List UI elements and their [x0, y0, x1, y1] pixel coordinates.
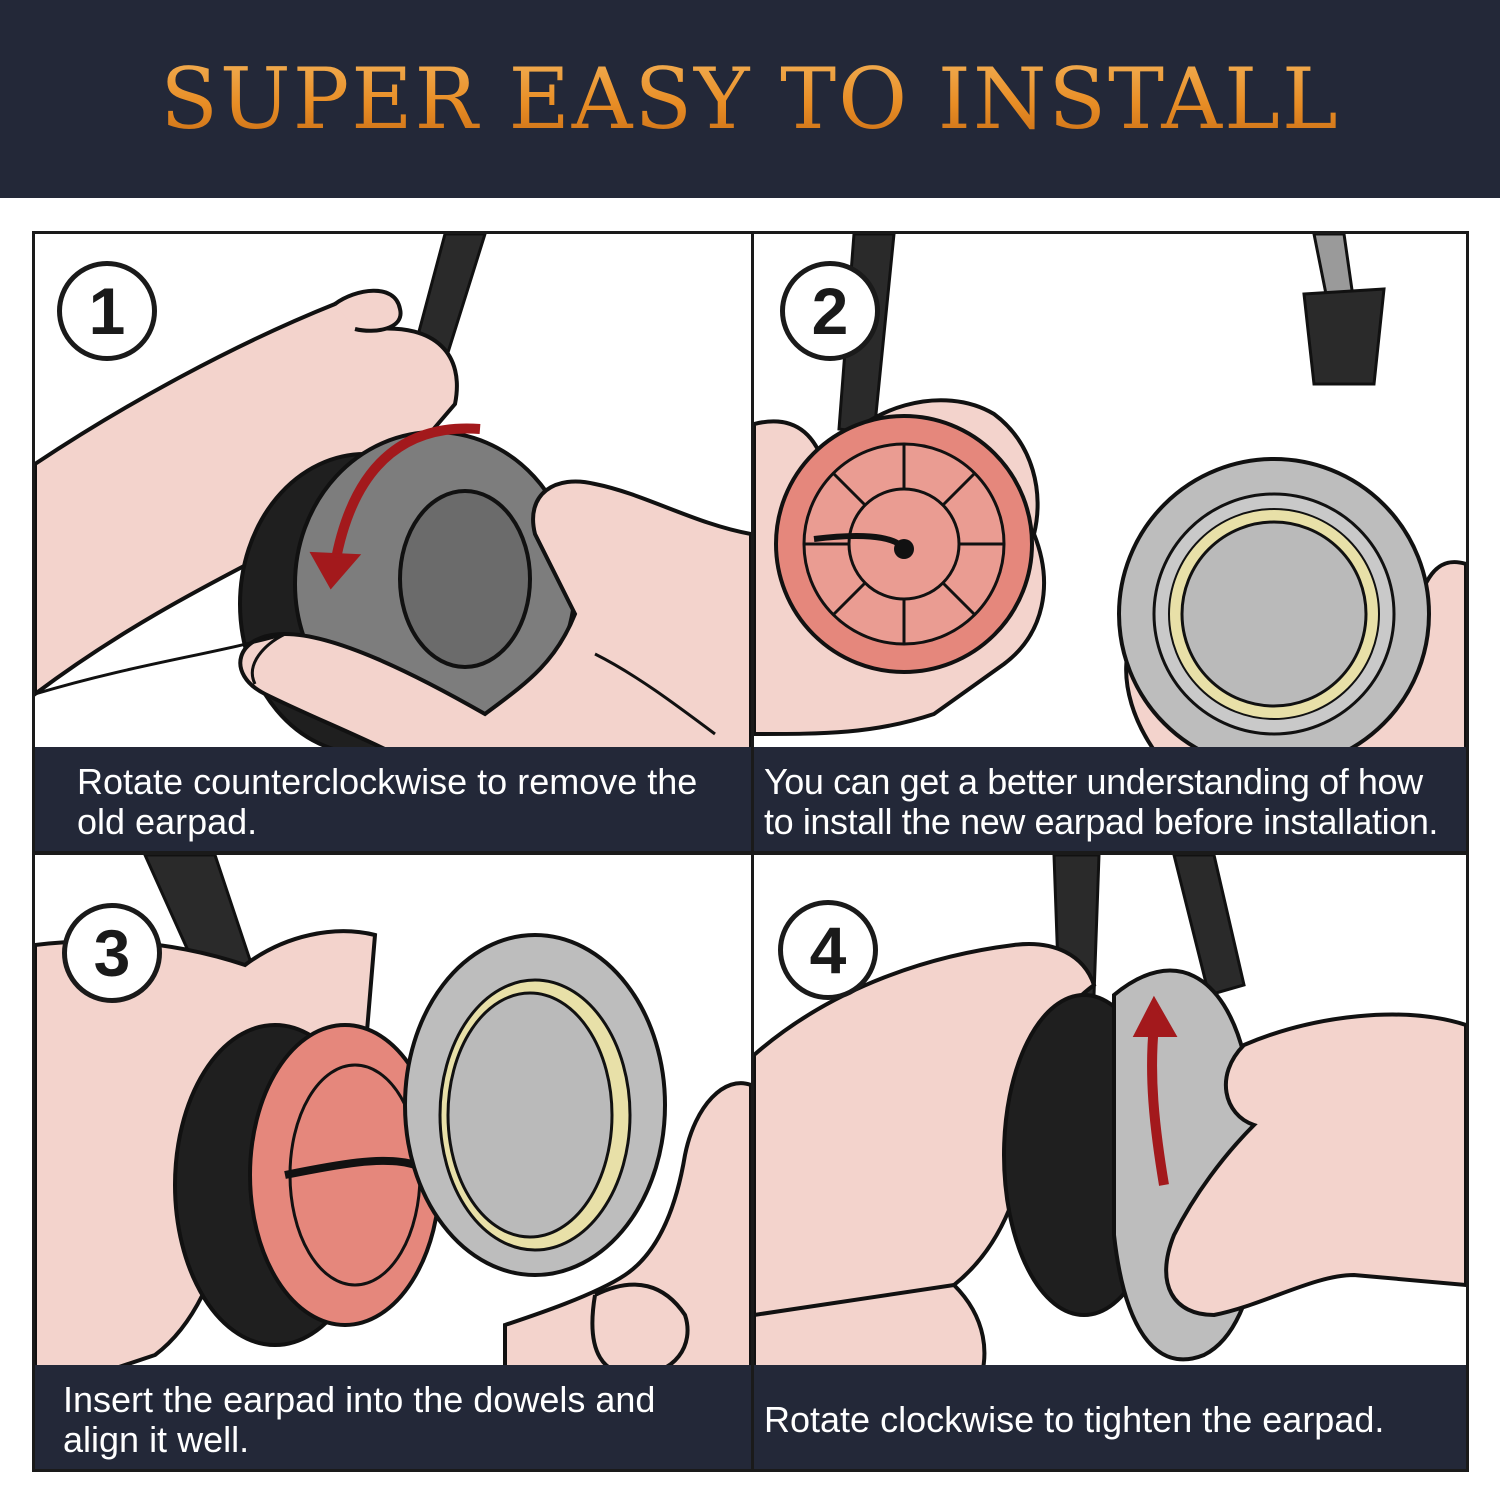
grid-divider-horizontal	[35, 851, 1466, 855]
header-banner: SUPER EASY TO INSTALL	[0, 0, 1500, 198]
step-1-number-badge: 1	[57, 261, 157, 361]
step-1-caption: Rotate counterclockwise to remove the ol…	[35, 747, 751, 851]
step-2-panel: 2 You can get a better understanding of …	[754, 234, 1466, 851]
step-2-caption: You can get a better understanding of ho…	[754, 747, 1466, 851]
step-3-caption: Insert the earpad into the dowels and al…	[35, 1365, 751, 1469]
step-4-illustration	[754, 855, 1466, 1469]
step-4-caption: Rotate clockwise to tighten the earpad.	[754, 1365, 1466, 1469]
step-1-panel: 1 Rotate counterclockwise to remove the …	[35, 234, 751, 851]
step-3-panel: 3 Insert the earpad into the dowels and …	[35, 855, 751, 1469]
step-2-number-badge: 2	[780, 261, 880, 361]
steps-grid: 1 Rotate counterclockwise to remove the …	[32, 231, 1469, 1472]
step-3-number-badge: 3	[62, 903, 162, 1003]
step-4-panel: 4 Rotate clockwise to tighten the earpad…	[754, 855, 1466, 1469]
step-2-illustration	[754, 234, 1466, 851]
page-title: SUPER EASY TO INSTALL	[160, 50, 1340, 148]
step-4-number-badge: 4	[778, 900, 878, 1000]
